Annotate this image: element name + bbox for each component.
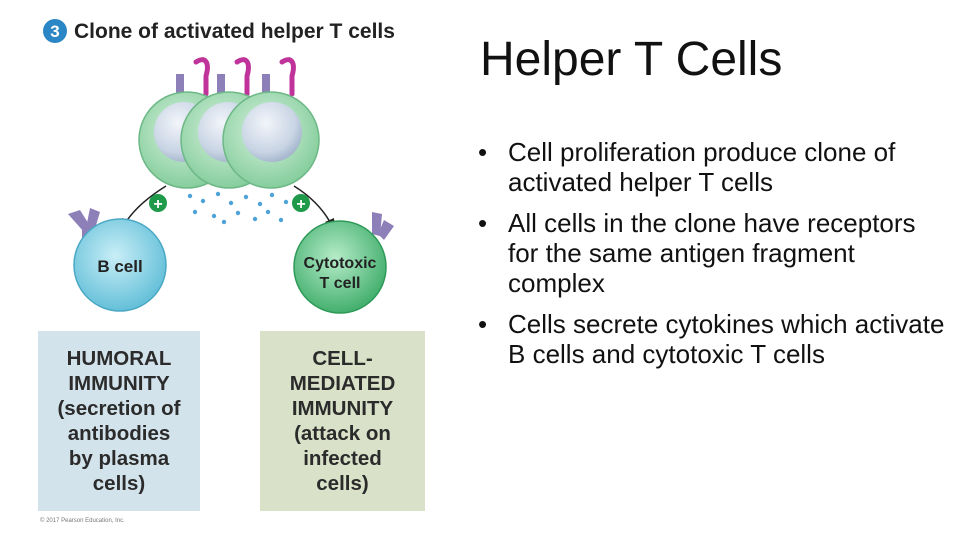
plus-sign: +	[153, 196, 162, 213]
bullet-icon: •	[478, 137, 488, 167]
bullet-icon: •	[478, 309, 488, 339]
box-line: CELL-	[312, 347, 373, 370]
b-cell-label: B cell	[97, 257, 142, 276]
cytokine-dots	[187, 191, 289, 225]
step-title: Clone of activated helper T cells	[74, 20, 395, 43]
diagram-svg: 3 Clone of activated helper T cells	[43, 19, 395, 314]
humoral-immunity-box: HUMORAL IMMUNITY (secretion of antibodie…	[38, 331, 200, 511]
receptor-stub-icon	[176, 74, 184, 98]
plus-badge-left	[149, 194, 167, 212]
arrow-to-cytotoxic-cell	[293, 185, 331, 223]
box-line: (attack on	[294, 422, 391, 445]
box-line: (secretion of	[57, 397, 181, 420]
box-line: HUMORAL	[66, 347, 172, 370]
bullet-text: All cells in the clone have receptors fo…	[508, 208, 916, 298]
slide-title: Helper T Cells	[480, 33, 783, 86]
step-number: 3	[50, 22, 59, 41]
box-line: by plasma	[68, 447, 170, 470]
plus-sign: +	[296, 196, 305, 213]
cytotoxic-receptor-icon	[372, 212, 394, 240]
bullet-list: • Cell proliferation produce clone of ac…	[478, 137, 948, 380]
bullet-text: Cell proliferation produce clone of acti…	[508, 137, 896, 197]
helper-t-cell-clone	[138, 91, 320, 189]
box-line: cells)	[92, 472, 146, 495]
arrow-to-b-cell	[125, 185, 167, 223]
plus-badge-right	[292, 194, 310, 212]
box-line: MEDIATED	[289, 372, 396, 395]
cytotoxic-t-cell	[293, 220, 387, 314]
receptor-stub-icon	[217, 74, 225, 98]
cytotoxic-label-line1: Cytotoxic	[304, 255, 377, 272]
box-line: infected	[303, 447, 382, 470]
box-line: antibodies	[67, 422, 171, 445]
cell-mediated-immunity-box: CELL- MEDIATED IMMUNITY (attack on infec…	[260, 331, 425, 511]
bullet-item: • Cell proliferation produce clone of ac…	[478, 137, 948, 197]
receptor-icon	[279, 57, 296, 97]
b-cell	[73, 218, 167, 312]
receptor-icon	[234, 57, 251, 97]
cytotoxic-label-line2: T cell	[320, 275, 361, 292]
step-number-badge	[43, 19, 67, 43]
bullet-text: Cells secrete cytokines which activate B…	[508, 309, 945, 369]
receptor-stub-icon	[262, 74, 270, 98]
bullet-item: • Cells secrete cytokines which activate…	[478, 309, 948, 369]
nucleus	[242, 102, 302, 162]
box-line: IMMUNITY	[291, 397, 394, 420]
helper-t-stubs	[176, 74, 270, 98]
box-line: IMMUNITY	[68, 372, 170, 395]
box-line: cells)	[316, 472, 369, 495]
copyright-notice: © 2017 Pearson Education, Inc.	[40, 518, 125, 524]
helper-t-receptors	[193, 57, 296, 97]
immune-diagram: 3 Clone of activated helper T cells	[0, 0, 450, 540]
receptor-icon	[193, 57, 210, 97]
bullet-item: • All cells in the clone have receptors …	[478, 208, 948, 298]
bullet-icon: •	[478, 208, 488, 238]
